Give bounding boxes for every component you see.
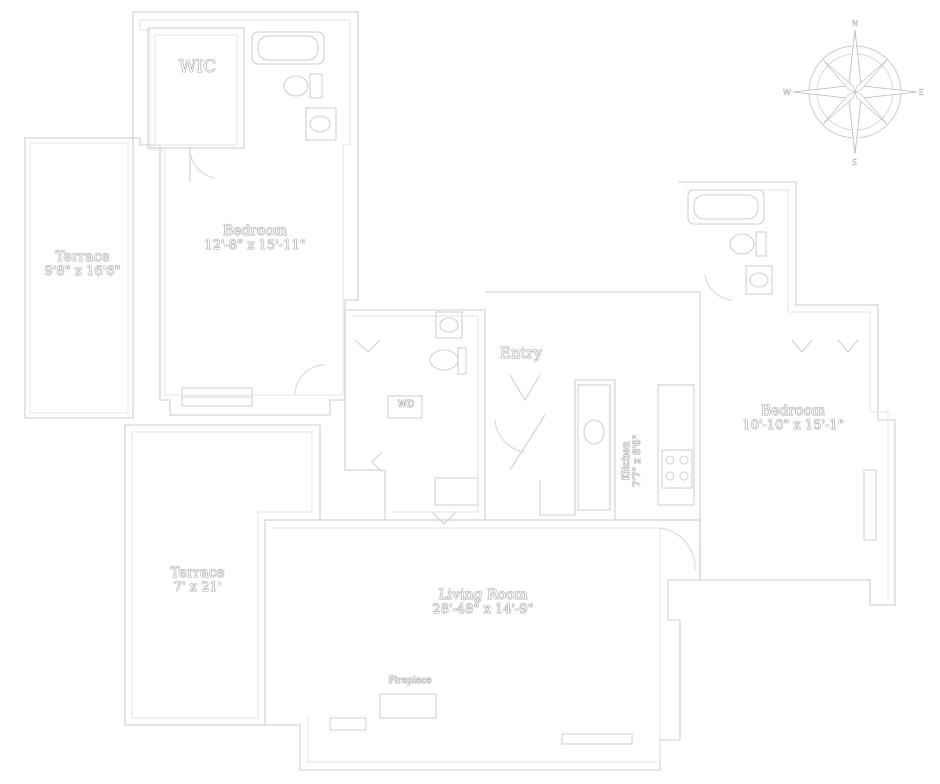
living-room-dims: 28'-48" x 14'-9" — [432, 602, 534, 618]
living-room-name: Living Room — [438, 587, 528, 603]
center-utility-walls — [344, 309, 486, 525]
wic-label: WIC — [178, 57, 217, 77]
bedroom-main-name: Bedroom — [222, 223, 288, 239]
entry-label: Entry — [499, 344, 543, 362]
terrace-left-name: Terrace — [55, 249, 110, 265]
compass-e: E — [919, 88, 924, 97]
kitchen-dims: 7'7" x 8'6" — [632, 434, 643, 488]
bedroom-main-label: Bedroom 12'-8" x 15'-11" — [180, 223, 330, 254]
terrace-bottom-name: Terrace — [170, 565, 225, 581]
compass-s: S — [852, 158, 857, 167]
bedroom-main-dims: 12'-8" x 15'-11" — [204, 238, 306, 254]
compass-w: W — [783, 88, 791, 97]
bedroom-right-dims: 10'-10" x 15'-1" — [742, 418, 844, 434]
compass-n: N — [852, 19, 858, 28]
compass-rose: N S E W — [783, 19, 924, 167]
terrace-left-dims: 9'8" x 16'6" — [44, 264, 121, 280]
kitchen-label: Kitchen 7'7" x 8'6" — [621, 421, 643, 501]
bedroom-right-walls — [657, 181, 896, 606]
bedroom-main-walls — [132, 11, 359, 416]
kitchen-name: Kitchen — [621, 441, 632, 481]
terrace-bottom-label: Terrace 7' x 21' — [145, 565, 250, 596]
terrace-left-label: Terrace 9'8" x 16'6" — [20, 249, 145, 280]
living-room-label: Living Room 28'-48" x 14'-9" — [408, 587, 558, 618]
bedroom-right-name: Bedroom — [760, 403, 826, 419]
wd-label: WD — [397, 400, 415, 410]
terrace-left-outline — [24, 137, 134, 419]
bedroom-right-label: Bedroom 10'-10" x 15'-1" — [718, 403, 868, 434]
terrace-bottom-dims: 7' x 21' — [173, 580, 222, 596]
fireplace-label: Fireplace — [388, 676, 432, 686]
entry-kitchen-walls — [485, 291, 701, 521]
living-room-walls — [265, 519, 701, 771]
